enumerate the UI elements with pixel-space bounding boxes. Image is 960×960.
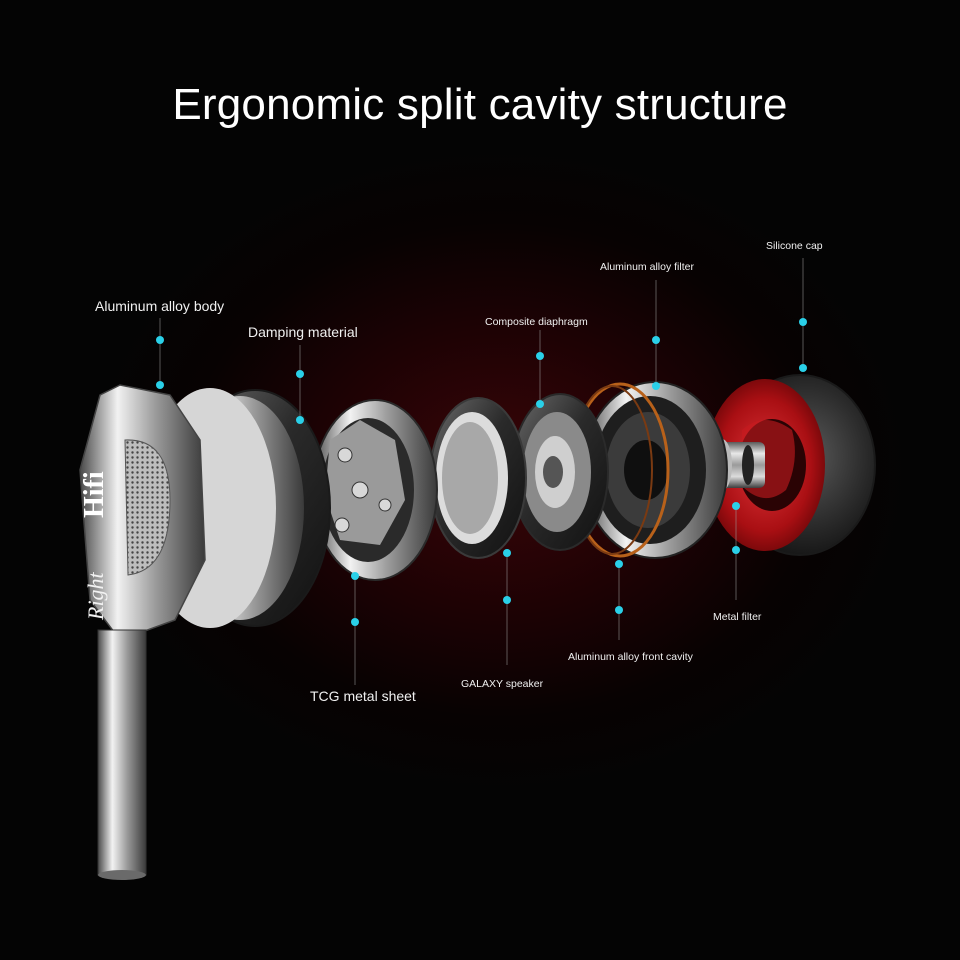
- leader-dot-metal-filter-2: [732, 502, 740, 510]
- tcg-metal-sheet-part: [312, 399, 438, 581]
- galaxy-speaker-part: [429, 397, 527, 559]
- leader-dot-galaxy-speaker-1: [503, 596, 511, 604]
- leader-dot-composite-diaphragm-1: [536, 352, 544, 360]
- brand-logo-text: Hifi: [79, 471, 110, 518]
- leader-dot-aluminum-alloy-front-cavity-2: [615, 560, 623, 568]
- label-aluminum-alloy-body: Aluminum alloy body: [95, 298, 225, 314]
- label-damping-material: Damping material: [248, 324, 358, 340]
- leader-dot-aluminum-alloy-body-1: [156, 336, 164, 344]
- brand-script-text: Right: [83, 571, 108, 621]
- label-silicone-cap: Silicone cap: [766, 240, 823, 252]
- diagram-title: Ergonomic split cavity structure: [172, 80, 788, 129]
- label-metal-filter: Metal filter: [713, 611, 762, 623]
- leader-dot-tcg-metal-sheet-1: [351, 618, 359, 626]
- label-aluminum-alloy-front-cavity: Aluminum alloy front cavity: [568, 651, 693, 663]
- front-cavity-part: [570, 381, 728, 559]
- leader-dot-silicone-cap-2: [799, 364, 807, 372]
- label-composite-diaphragm: Composite diaphragm: [485, 316, 588, 328]
- leader-dot-aluminum-alloy-filter-1: [652, 336, 660, 344]
- label-galaxy-speaker: GALAXY speaker: [461, 678, 544, 690]
- leader-dot-metal-filter-1: [732, 546, 740, 554]
- leader-dot-tcg-metal-sheet-2: [351, 572, 359, 580]
- label-tcg-metal-sheet: TCG metal sheet: [310, 688, 416, 704]
- leader-lines: [156, 258, 807, 685]
- label-aluminum-alloy-filter: Aluminum alloy filter: [600, 261, 694, 273]
- aluminum-body-part: [79, 384, 331, 880]
- leader-dot-galaxy-speaker-2: [503, 549, 511, 557]
- leader-dot-aluminum-alloy-filter-2: [652, 382, 660, 390]
- composite-diaphragm-part: [511, 393, 609, 551]
- leader-dot-damping-material-1: [296, 370, 304, 378]
- leader-dot-aluminum-alloy-front-cavity-1: [615, 606, 623, 614]
- leader-dot-silicone-cap-1: [799, 318, 807, 326]
- leader-dot-composite-diaphragm-2: [536, 400, 544, 408]
- leader-dot-damping-material-2: [296, 416, 304, 424]
- leader-dot-aluminum-alloy-body-2: [156, 381, 164, 389]
